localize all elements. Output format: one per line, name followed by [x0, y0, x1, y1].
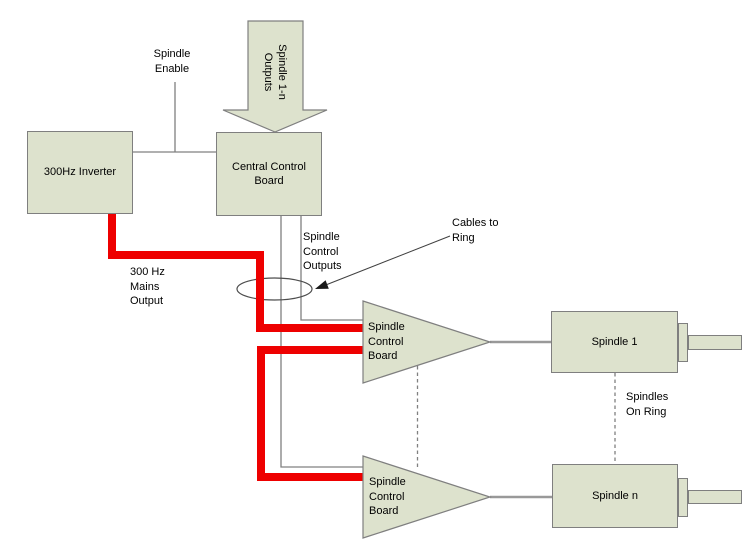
- central-control-board-label: Central Control Board: [232, 160, 306, 188]
- spindle-control-board-1-label: Spindle Control Board: [368, 321, 405, 362]
- spindle-enable-label: Spindle Enable: [153, 48, 191, 75]
- spindle-control-board-1-shape: [362, 300, 492, 384]
- inverter-box: 300Hz Inverter: [27, 131, 133, 214]
- central-control-board-box: Central Control Board: [216, 132, 322, 216]
- spindle-1-flange: [678, 323, 688, 362]
- cable-ring-ellipse: [236, 277, 313, 301]
- spindle-n-label: Spindle n: [592, 489, 638, 502]
- spindle-outputs-arrow-shape: [222, 20, 328, 133]
- mains-output-label: 300 Hz Mains Output: [130, 266, 165, 307]
- mains-path-1: [108, 214, 363, 332]
- spindle-1-box: Spindle 1: [551, 311, 678, 373]
- spindle-n-flange: [678, 478, 688, 517]
- inverter-label: 300Hz Inverter: [43, 166, 117, 179]
- spindle-n-box: Spindle n: [552, 464, 678, 528]
- spindle-control-outputs-label: Spindle Control Outputs: [303, 231, 342, 272]
- spindle-n-shaft: [688, 490, 742, 504]
- spindles-on-ring-label: Spindles On Ring: [626, 391, 669, 418]
- cables-to-ring-arrowhead-icon: [315, 280, 329, 289]
- spindle-1-shaft: [688, 335, 742, 350]
- spindle-control-board-2-shape: [362, 455, 492, 539]
- cables-to-ring-leader-line: [326, 235, 451, 285]
- mains-path-2: [257, 346, 365, 481]
- cables-to-ring-label: Cables to Ring: [452, 217, 499, 244]
- spindle-1-label: Spindle 1: [591, 335, 638, 348]
- spindle-control-board-2-label: Spindle Control Board: [369, 476, 406, 517]
- spindle-outputs-arrow-label: Spindle 1-n Outputs: [262, 44, 289, 100]
- control-output-line-1: [300, 216, 363, 321]
